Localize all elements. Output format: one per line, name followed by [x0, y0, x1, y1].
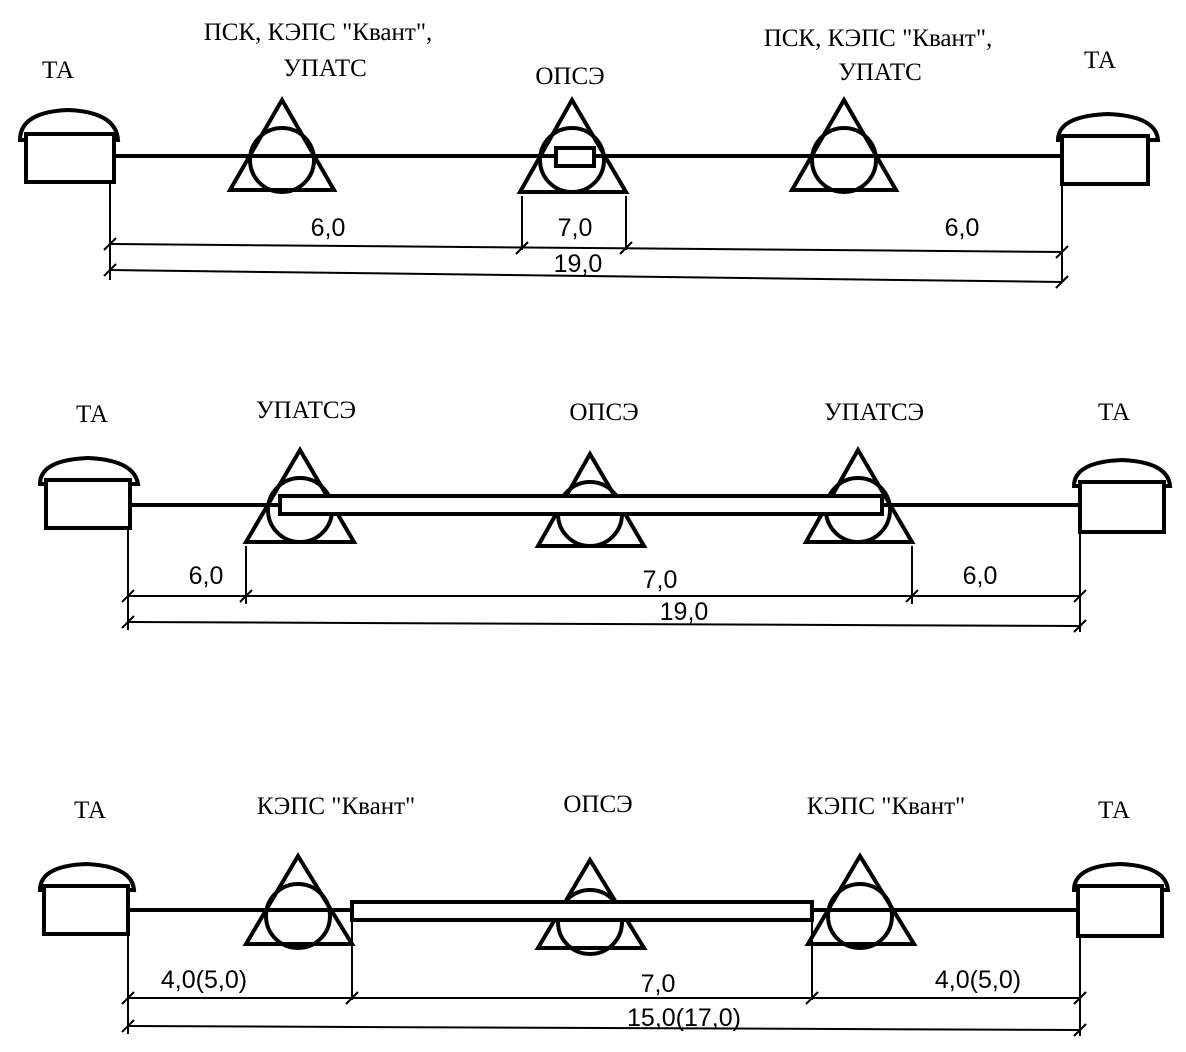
- station-node-icon: [788, 96, 900, 194]
- left-node-label: КЭПС "Квант": [257, 793, 415, 820]
- dim-left-label: 6,0: [189, 562, 224, 590]
- station-node-icon: [226, 96, 338, 194]
- left-terminal-label: ТА: [76, 401, 108, 428]
- telephone-icon: [1055, 111, 1161, 186]
- right-node-label-line1: ПСК, КЭПС "Квант",: [764, 25, 993, 52]
- left-terminal-label: ТА: [74, 797, 106, 824]
- dim-total-label: 19,0: [660, 598, 709, 626]
- diagram-1: ТА ТА ПСК, КЭПС "Квант", УПАТС ОПСЭ ПСК,…: [17, 19, 1161, 289]
- right-node-label: УПАТСЭ: [824, 399, 924, 426]
- dim-center-label: 7,0: [558, 214, 593, 242]
- exchange-box: [554, 146, 596, 168]
- center-node-label: ОПСЭ: [535, 63, 604, 90]
- left-node-label-line1: ПСК, КЭПС "Квант",: [204, 19, 433, 46]
- telephone-icon: [1071, 457, 1173, 534]
- telephone-icon: [1071, 861, 1171, 938]
- dim-center-label: 7,0: [641, 970, 676, 998]
- diagram-3: ТА ТА КЭПС "Квант" ОПСЭ КЭПС "Квант": [37, 791, 1171, 1037]
- dim-right-label: 6,0: [945, 214, 980, 242]
- right-terminal-label: ТА: [1098, 399, 1130, 426]
- dimension-lines: [103, 182, 1069, 289]
- left-terminal-label: ТА: [42, 57, 74, 84]
- dim-left-label: 6,0: [311, 214, 346, 242]
- left-node-label: УПАТСЭ: [256, 397, 356, 424]
- left-node-label-line2: УПАТС: [283, 55, 367, 82]
- dim-total-label: 15,0(17,0): [627, 1004, 741, 1032]
- telephone-icon: [37, 455, 141, 530]
- dimension-lines: [121, 530, 1087, 633]
- diagram-2: ТА ТА УПАТСЭ ОПСЭ УПАТСЭ: [37, 397, 1173, 633]
- telephone-icon: [37, 861, 137, 936]
- long-cable-box: [278, 494, 884, 516]
- dimension-lines: [121, 920, 1087, 1037]
- long-cable-box: [350, 900, 814, 922]
- dim-total-label: 19,0: [554, 250, 603, 278]
- telephone-icon: [17, 107, 121, 184]
- station-node-icon: [516, 95, 630, 194]
- center-node-label: ОПСЭ: [569, 399, 638, 426]
- dim-right-label: 4,0(5,0): [935, 966, 1021, 994]
- right-terminal-label: ТА: [1098, 797, 1130, 824]
- dim-left-label: 4,0(5,0): [161, 966, 247, 994]
- right-node-label: КЭПС "Квант": [807, 793, 965, 820]
- dim-center-label: 7,0: [643, 566, 678, 594]
- station-node-icon: [804, 852, 918, 950]
- center-node-label: ОПСЭ: [563, 791, 632, 818]
- dim-right-label: 6,0: [963, 562, 998, 590]
- right-node-label-line2: УПАТС: [838, 59, 922, 86]
- station-node-icon: [242, 852, 356, 950]
- right-terminal-label: ТА: [1084, 47, 1116, 74]
